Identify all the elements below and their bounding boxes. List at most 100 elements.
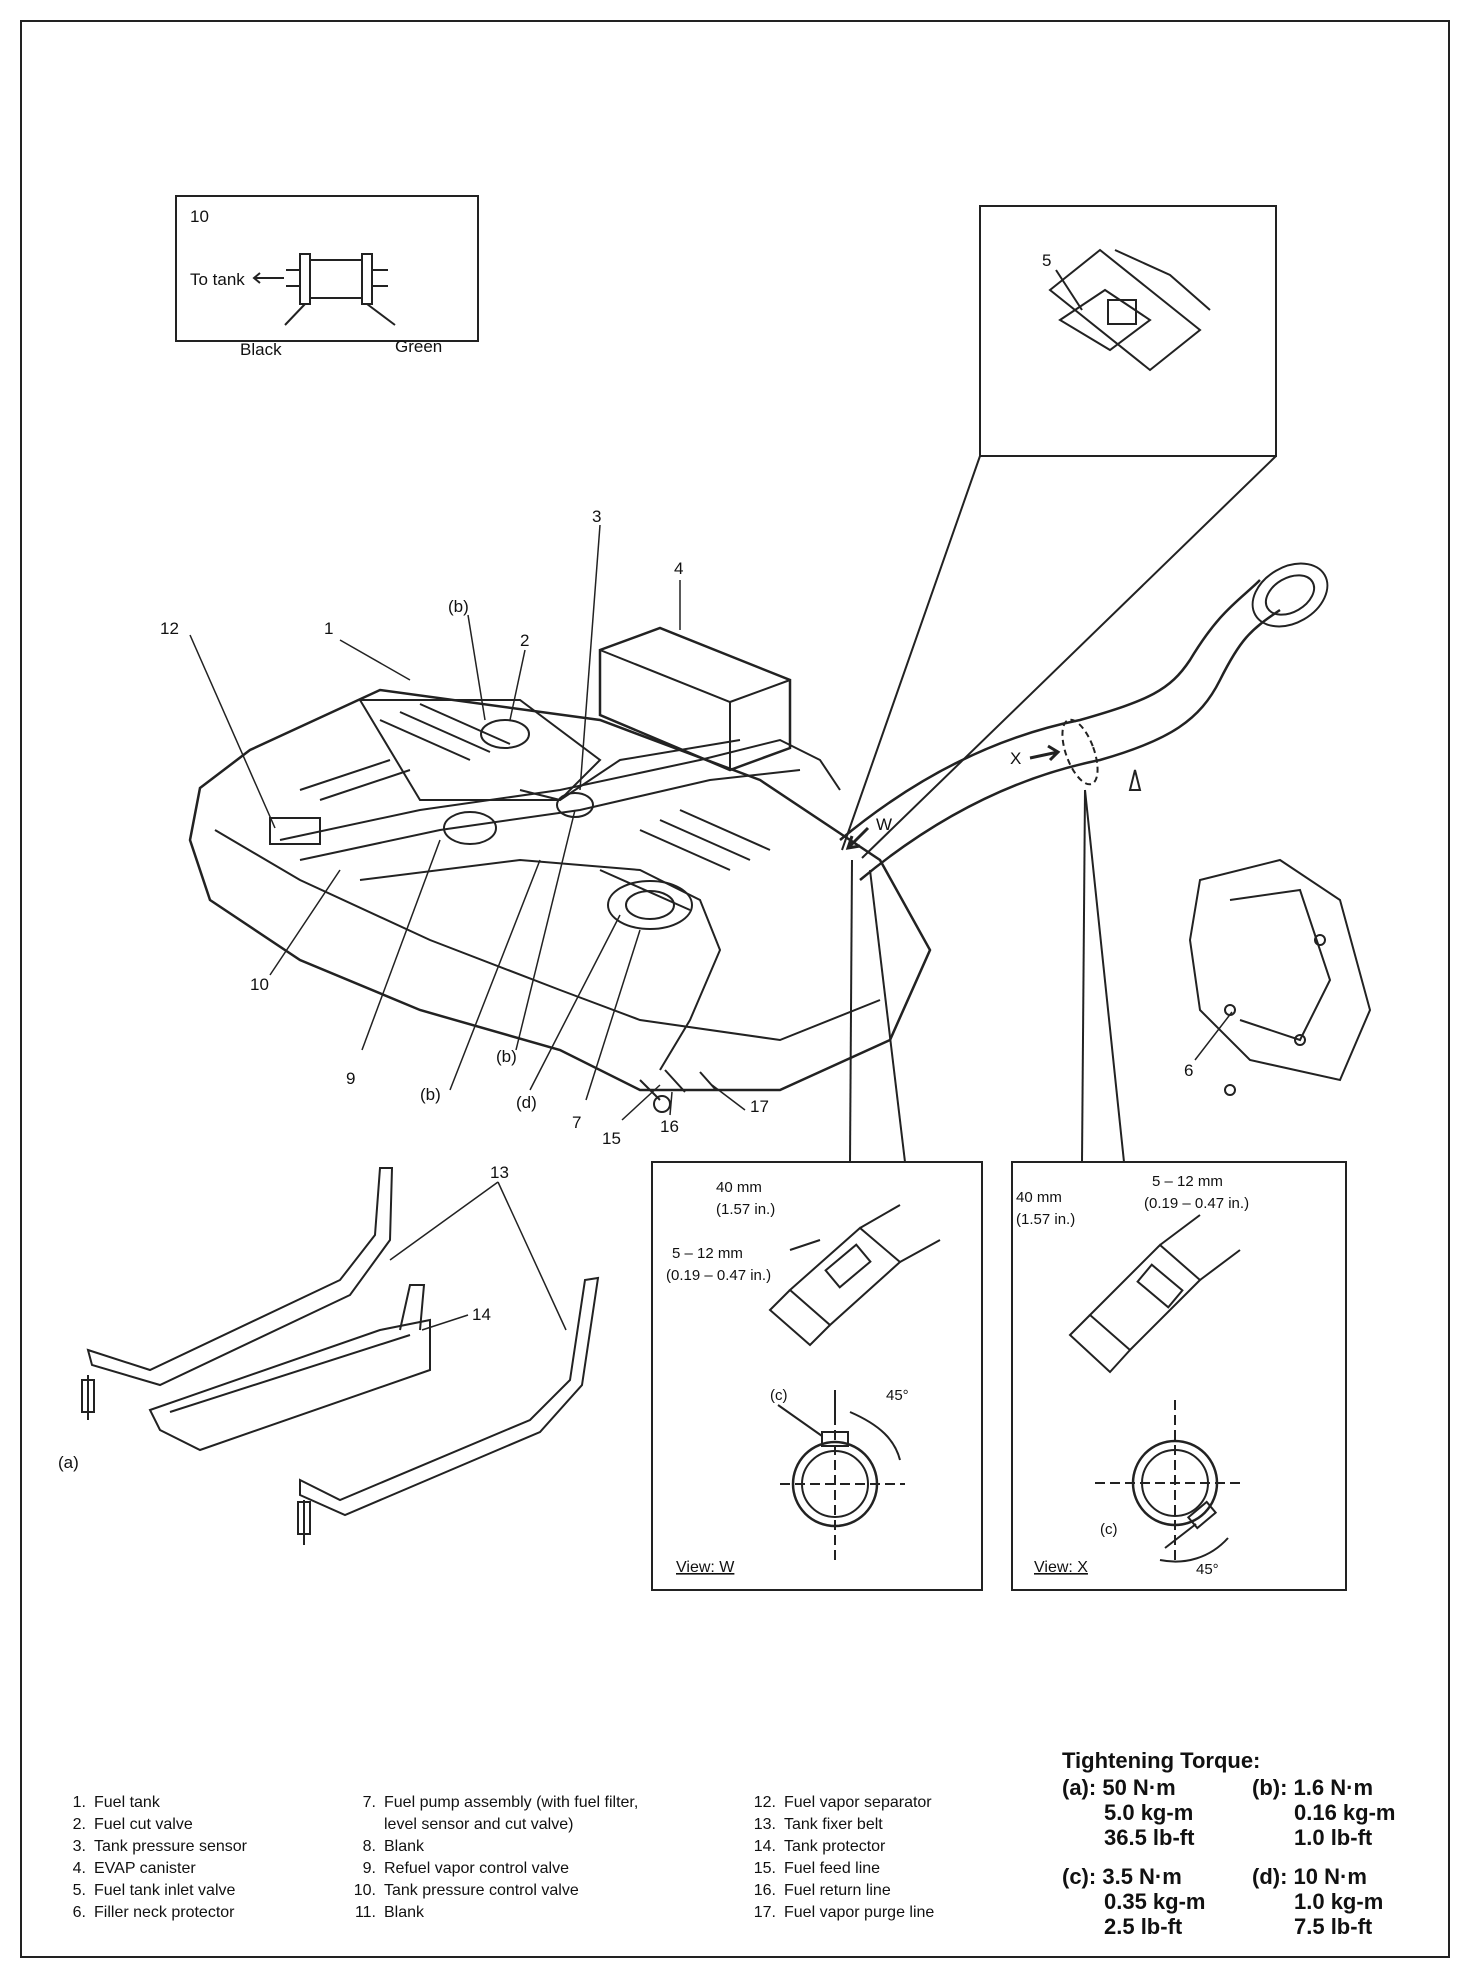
inset-view-5 [841,205,1277,859]
callout-b-3: (b) [420,1085,441,1104]
legend-item: 16. Fuel return line [752,1880,934,1902]
legend-item: 1. Fuel tank [62,1792,247,1814]
legend-text: Fuel pump assembly (with fuel filter, [384,1794,639,1811]
view-x-dim1: 40 mm [1016,1189,1062,1206]
legend-item: 7. Fuel pump assembly (with fuel filter, [352,1792,639,1814]
legend-text: Fuel feed line [784,1860,881,1877]
view-x-c-label: (c) [1100,1521,1118,1538]
legend-item: 10. Tank pressure control valve [352,1880,638,1902]
legend-text: Fuel vapor purge line [784,1904,935,1921]
callout-6: 6 [1184,1061,1193,1080]
legend-text: Tank pressure control valve [384,1882,579,1899]
view-w-angle: 45° [886,1387,909,1404]
callout-15: 15 [602,1129,621,1148]
callout-5: 5 [1042,251,1051,270]
legend-text: Refuel vapor control valve [384,1860,569,1877]
legend-column-3: 12. Fuel vapor separator 13. Tank fixer bel… [752,1792,935,1924]
legend-number: 11. [354,1904,376,1921]
view-w-dim1: 40 mm [716,1179,762,1196]
legend-item: level sensor and cut valve) [352,1814,638,1836]
legend-item: 12. Fuel vapor separator [752,1792,934,1814]
callout-4: 4 [674,559,683,578]
legend-number: 12. [753,1794,776,1811]
callout-1: 1 [324,619,333,638]
inset-number: 10 [190,207,209,226]
legend-number: 1. [72,1794,86,1811]
legend-number: 4. [72,1860,86,1877]
legend-text: Blank [384,1838,425,1855]
legend-text: Fuel return line [784,1882,891,1899]
legend-number: 6. [72,1904,86,1921]
green-label: Green [395,337,442,356]
legend-text: Fuel tank inlet valve [94,1882,236,1899]
callout-3: 3 [592,507,601,526]
view-w-caption: View: W [676,1559,735,1576]
arrow-x-label: X [1010,749,1021,768]
callout-b-1: (b) [448,597,469,616]
torque-b: (b): 1.6 N·m 0.16 kg-m 1.0 lb-ft [1252,1775,1396,1850]
legend-number: 15. [753,1860,776,1877]
filler-neck-protector [1188,858,1372,1096]
page-frame [20,20,1450,1958]
callout-12: 12 [160,619,179,638]
legend-number: 17. [753,1904,776,1921]
legend-column-2: 7. Fuel pump assembly (with fuel filter, l… [352,1792,639,1924]
callout-d: (d) [516,1093,537,1112]
legend-number: 13. [753,1816,776,1833]
callout-9: 9 [346,1069,355,1088]
arrow-w-label: W [876,815,892,834]
inset-connector-10 [175,195,479,342]
view-x-angle: 45° [1196,1561,1219,1578]
legend-item: 15. Fuel feed line [752,1858,934,1880]
legend-item: 11. Blank [352,1902,638,1924]
callout-10: 10 [250,975,269,994]
view-x-dim2-in: (0.19 – 0.47 in.) [1144,1195,1249,1212]
tank-fixer-belts [81,1167,600,1545]
legend-item: 13. Tank fixer belt [752,1814,934,1836]
legend-item: 9. Refuel vapor control valve [352,1858,638,1880]
view-w-dim2: 5 – 12 mm [672,1245,743,1262]
view-w-dim2-in: (0.19 – 0.47 in.) [666,1267,771,1284]
callout-2: 2 [520,631,529,650]
view-w-c-label: (c) [770,1387,788,1404]
legend-number: 2. [72,1816,86,1833]
legend-text: EVAP canister [94,1860,196,1877]
view-x-dim1-in: (1.57 in.) [1016,1211,1075,1228]
legend-item: 14.Tank protector [752,1836,934,1858]
legend-number: 5. [72,1882,86,1899]
legend-text: Blank [384,1904,425,1921]
callout-14: 14 [472,1305,491,1324]
fuel-tank-assembly [188,562,1329,1163]
legend-item: 3.Tank pressure sensor [62,1836,247,1858]
black-label: Black [240,340,282,359]
legend-item: 8. Blank [352,1836,638,1858]
legend-number: 10. [353,1882,376,1899]
legend-number: 7. [362,1794,376,1811]
labels: 10 To tank Black Green 5 1 2 3 4 6 7 9 1… [58,207,1249,1578]
legend-item: 2.Fuel cut valve [62,1814,247,1836]
legend-item: 5. Fuel tank inlet valve [62,1880,247,1902]
legend-number: 8. [362,1838,376,1855]
callout-16: 16 [660,1117,679,1136]
legend-number: 16. [753,1882,776,1899]
legend-number: 9. [362,1860,376,1877]
callout-leaders [189,524,1233,1331]
connector-drawing [252,253,396,326]
torque-d: (d): 10 N·m 1.0 kg-m 7.5 lb-ft [1252,1864,1384,1939]
legend-text: Fuel tank [94,1794,160,1811]
to-tank-label: To tank [190,270,245,289]
view-w-dim1-in: (1.57 in.) [716,1201,775,1218]
callout-13: 13 [490,1163,509,1182]
legend-text: Filler neck protector [94,1904,235,1921]
tightening-torque-table: Tightening Torque: (a): 50 N·m 5.0 kg-m … [1062,1748,1442,1939]
torque-c: (c): 3.5 N·m 0.35 kg-m 2.5 lb-ft [1062,1864,1206,1939]
legend-text: Fuel vapor separator [784,1794,932,1811]
legend-item: 6. Filler neck protector [62,1902,247,1924]
legend-item: 4. EVAP canister [62,1858,247,1880]
callout-b-2: (b) [496,1047,517,1066]
legend-number: 3. [72,1838,86,1855]
inset-view-w [651,1161,983,1591]
legend-text: Tank fixer belt [784,1816,883,1833]
